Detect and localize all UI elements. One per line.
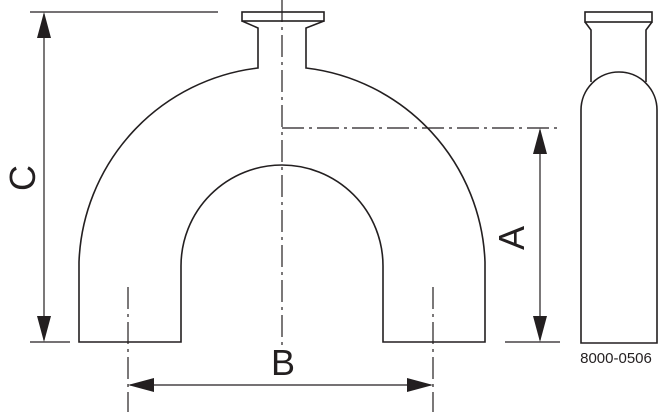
label-a: A — [491, 226, 532, 250]
arrow-left-icon — [128, 378, 154, 392]
side-neck — [584, 21, 653, 82]
arrow-down-icon — [37, 316, 51, 342]
arrow-up-icon — [37, 12, 51, 38]
dimension-b: B — [127, 287, 434, 412]
side-body — [580, 71, 658, 344]
label-c: C — [2, 165, 43, 191]
dimension-a: A — [282, 127, 560, 343]
part-number: 8000-0506 — [580, 350, 652, 367]
u-bend-outline — [78, 20, 486, 343]
arrow-up-icon — [533, 128, 547, 154]
front-view — [78, 0, 486, 345]
label-b: B — [271, 342, 295, 383]
ferrule-flange — [241, 11, 325, 22]
dimension-c: C — [2, 11, 218, 343]
side-view — [580, 11, 658, 344]
arrow-right-icon — [407, 378, 433, 392]
arrow-down-icon — [533, 316, 547, 342]
side-ferrule-flange — [584, 11, 653, 23]
